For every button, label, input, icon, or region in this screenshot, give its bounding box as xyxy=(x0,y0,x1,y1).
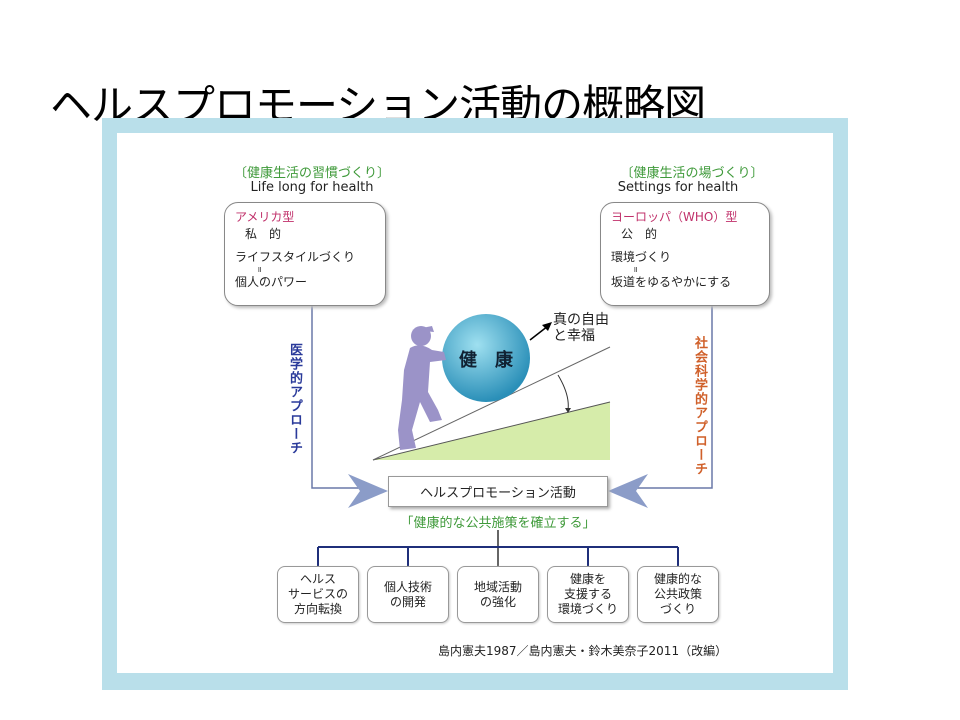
right-line3: 坂道をゆるやかにする xyxy=(611,275,732,289)
social-approach-label: 社会科学的アプローチ xyxy=(692,336,707,476)
right-equals: ॥ xyxy=(633,265,638,274)
left-subheading: Life long for health xyxy=(250,180,374,195)
leaf-box: 健康を支援する環境づくり xyxy=(547,566,629,623)
right-subheading: Settings for health xyxy=(617,180,739,195)
left-heading: 〔健康生活の習慣づくり〕 xyxy=(233,166,390,181)
leaf-box: 個人技術の開発 xyxy=(367,566,449,623)
left-arrow-icon xyxy=(348,474,388,508)
health-promotion-box: ヘルスプロモーション活動 xyxy=(388,476,608,507)
right-heading: 〔健康生活の場づくり〕 xyxy=(620,166,764,181)
goal-line2: と幸福 xyxy=(553,328,595,344)
right-line2: 環境づくり xyxy=(611,250,672,264)
left-type: アメリカ型 xyxy=(235,210,295,224)
citation: 島内憲夫1987／島内憲夫・鈴木美奈子2011（改編） xyxy=(438,644,728,658)
ball-label: 健 康 xyxy=(459,350,513,371)
tree-connectors xyxy=(317,530,679,566)
right-box: ヨーロッパ（WHO）型 公 的 環境づくり ॥ 坂道をゆるやかにする xyxy=(600,202,770,306)
goal-line1: 真の自由 xyxy=(553,312,609,328)
left-box: アメリカ型 私 的 ライフスタイルづくり ॥ 個人のパワー xyxy=(224,202,386,306)
left-line1: 私 的 xyxy=(245,227,282,241)
leaf-box: 健康的な公共政策づくり xyxy=(637,566,719,623)
goal-arrow-icon xyxy=(529,325,549,341)
left-line2: ライフスタイルづくり xyxy=(235,250,356,264)
left-connector xyxy=(311,306,370,489)
right-connector xyxy=(630,306,713,489)
right-line1: 公 的 xyxy=(621,227,658,241)
left-line3: 個人のパワー xyxy=(235,275,308,289)
right-type: ヨーロッパ（WHO）型 xyxy=(611,210,738,224)
medical-approach-label: 医学的アプローチ xyxy=(287,343,302,455)
goal-label: 真の自由 と幸福 xyxy=(553,312,609,344)
left-equals: ॥ xyxy=(257,265,262,274)
right-arrow-icon xyxy=(608,474,648,508)
slope-change-arrow-icon xyxy=(557,374,569,411)
person-icon xyxy=(398,326,446,450)
leaf-box: 地域活動の強化 xyxy=(457,566,539,623)
leaf-box: ヘルスサービスの方向転換 xyxy=(277,566,359,623)
policy-label: 「健康的な公共施策を確立する」 xyxy=(400,516,596,531)
health-ball xyxy=(442,314,530,402)
